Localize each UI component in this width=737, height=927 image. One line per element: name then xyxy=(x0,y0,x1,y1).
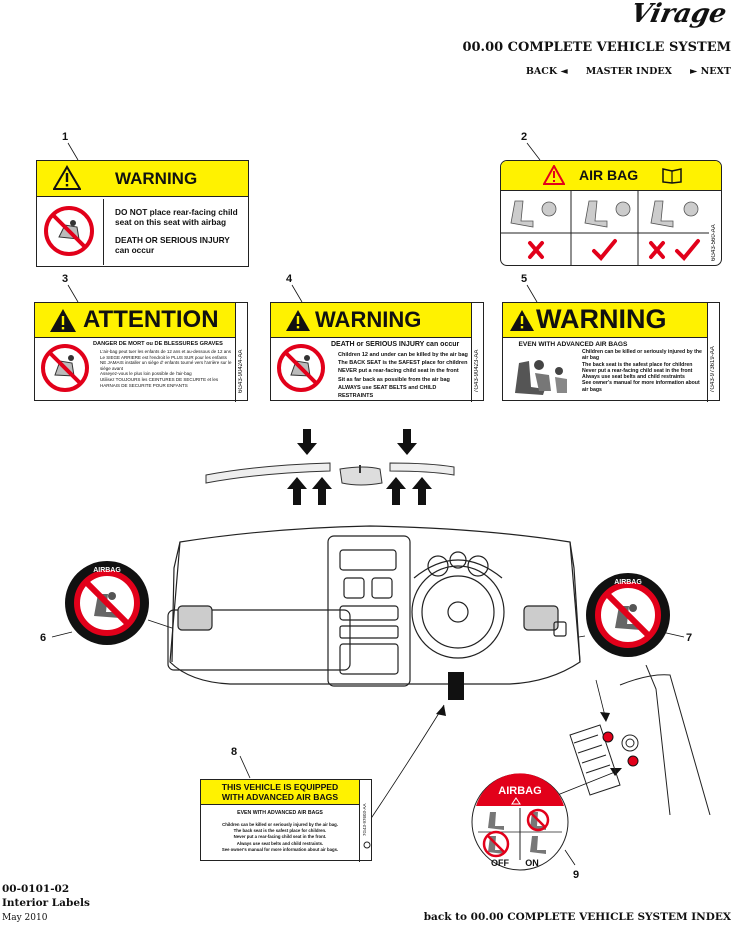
no-rear-facing-seat-icon xyxy=(44,206,94,256)
label-3-title: DANGER DE MORT ou DE BLESSURES GRAVES xyxy=(93,341,223,347)
label-8-body: Children can be killed or seriously inju… xyxy=(201,822,359,853)
a-pillar-detail-diagram xyxy=(569,665,711,815)
label-8-line: Children can be killed or seriously inju… xyxy=(222,822,338,827)
back-to-index-link[interactable]: back to 00.00 COMPLETE VEHICLE SYSTEM IN… xyxy=(423,911,731,923)
system-title: 00.00 COMPLETE VEHICLE SYSTEM xyxy=(462,40,731,55)
document-id: 00-0101-02 xyxy=(2,883,70,895)
label-4-header: WARNING xyxy=(315,307,422,332)
label-4-item: The BACK SEAT is the SAFEST place for ch… xyxy=(338,360,468,367)
dashboard-diagram xyxy=(167,525,581,700)
label-2-air-bag-pictogram: AIR BAG 6G43-560-AA xyxy=(500,160,722,266)
callout-5: 5 xyxy=(521,273,528,285)
label-8-header-2: WITH ADVANCED AIR BAGS xyxy=(221,792,339,802)
warning-triangle-icon xyxy=(286,310,310,331)
label-4-item: ALWAYS use SEAT BELTS and CHILD RESTRAIN… xyxy=(338,384,437,400)
label-5-part-code: 7G43-973619-AA xyxy=(710,346,716,393)
label-3-item: NE JAMAIS installer un siège d' enfants … xyxy=(100,360,232,371)
label-8-header-1: THIS VEHICLE IS EQUIPPED xyxy=(221,782,339,792)
label-1-warning-rear-facing: WARNING DO NOT place rear-facing child s… xyxy=(36,160,249,267)
label-3-part-code: 6G43-90424-AA xyxy=(238,349,244,393)
label-5-title: EVEN WITH ADVANCED AIR BAGS xyxy=(518,341,628,348)
label-4-item: Children 12 and under can be killed by t… xyxy=(338,352,468,358)
manual-book-icon xyxy=(662,168,682,184)
label-8-title: EVEN WITH ADVANCED AIR BAGS xyxy=(237,810,323,816)
callout-1: 1 xyxy=(62,131,69,143)
label-2-header: AIR BAG xyxy=(579,167,639,183)
callout-3: 3 xyxy=(62,273,69,285)
label-4-item: Sit as far back as possible from the air… xyxy=(338,376,450,383)
label-3-item: Asseyez-vous le plus loin possible de l'… xyxy=(100,371,192,377)
master-index-link[interactable]: MASTER INDEX xyxy=(585,66,672,77)
label-3-item: Le SIEGE ARRIERE est l'endroit le PLUS S… xyxy=(100,354,227,360)
label-9-title: AIRBAG xyxy=(498,785,541,797)
callout-8: 8 xyxy=(231,746,238,758)
airbag-disc-7: AIRBAG xyxy=(586,573,670,657)
label-2-pictogram-grid xyxy=(501,191,709,265)
warning-triangle-icon xyxy=(53,165,81,190)
label-8-part-code: 7G43-97603-AA xyxy=(362,803,367,836)
airbag-disc-6: AIRBAG xyxy=(65,561,149,645)
label-9-on: ON xyxy=(525,858,539,868)
label-8-line: The back seat is the safest place for ch… xyxy=(233,828,327,834)
back-link[interactable]: BACK ◄ xyxy=(525,66,568,77)
virage-logo: Virage xyxy=(628,0,729,28)
nav-bar: BACK ◄ MASTER INDEX ► NEXT xyxy=(526,66,731,77)
label-5-item: Never put a rear-facing child seat in th… xyxy=(582,367,693,374)
label-5-warning-advanced: WARNING EVEN WITH ADVANCED AIR BAGS Chil… xyxy=(502,302,720,402)
label-4-list: Children 12 and under can be killed by t… xyxy=(331,351,469,400)
label-3-header: ATTENTION xyxy=(83,306,219,333)
label-5-header: WARNING xyxy=(536,304,667,334)
label-8-line: Never put a rear-facing child seat in th… xyxy=(233,834,327,840)
disc-7-label: AIRBAG xyxy=(614,579,642,586)
label-3-list: L'air-bag peut tuer les enfants de 12 an… xyxy=(93,349,233,388)
label-4-item: NEVER put a rear-facing child seat in th… xyxy=(338,368,459,375)
callout-6: 6 xyxy=(40,632,47,644)
label-3-item: L'air-bag peut tuer les enfants de 12 an… xyxy=(100,349,231,354)
label-4-part-code: 7G43-90423-AA xyxy=(474,349,480,393)
label-5-item: Children can be killed or seriously inju… xyxy=(582,349,702,362)
warning-triangle-icon xyxy=(510,310,534,331)
next-link[interactable]: ► NEXT xyxy=(690,66,731,77)
label-1-line1: DO NOT place rear-facing child seat on t… xyxy=(115,207,238,227)
label-1-line2: DEATH OR SERIOUS INJURY can occur xyxy=(115,235,230,255)
callout-7: 7 xyxy=(686,632,693,644)
callout-2: 2 xyxy=(521,131,528,143)
label-9-off: OFF xyxy=(491,858,509,868)
label-9-airbag-off-on: AIRBAG OFF ON xyxy=(471,773,569,871)
label-1-header: WARNING xyxy=(115,169,198,188)
sun-visor-diagram xyxy=(205,429,455,505)
child-in-seat-icon xyxy=(515,360,567,395)
no-child-seat-icon xyxy=(277,344,325,392)
next-label: NEXT xyxy=(700,66,731,77)
document-date: May 2010 xyxy=(2,913,48,923)
label-5-item: The back seat is the safest place for ch… xyxy=(582,361,693,368)
label-5-item: Always use seat belts and child restrain… xyxy=(582,374,685,381)
warning-triangle-icon xyxy=(543,165,565,185)
label-8-hole-icon xyxy=(363,841,371,849)
callout-4: 4 xyxy=(286,273,293,285)
label-4-title: DEATH or SERIOUS INJURY can occur xyxy=(331,341,460,348)
warning-triangle-icon xyxy=(50,309,76,332)
label-5-item: See owner's manual for more information … xyxy=(582,380,700,393)
label-8-advanced-air-bags: THIS VEHICLE IS EQUIPPED WITH ADVANCED A… xyxy=(200,779,372,862)
document-subtitle: Interior Labels xyxy=(2,897,90,909)
label-5-list: Children can be killed or seriously inju… xyxy=(575,349,705,393)
label-8-line: Always use seat belts and child restrain… xyxy=(236,840,324,846)
label-4-warning-death: WARNING DEATH or SERIOUS INJURY can occu… xyxy=(270,302,484,402)
virage-logo-text: Virage xyxy=(628,0,729,28)
disc-6-label: AIRBAG xyxy=(93,567,121,574)
callout-9: 9 xyxy=(573,869,580,881)
label-2-part-code: 6G43-560-AA xyxy=(711,224,717,261)
label-3-attention: ATTENTION DANGER DE MORT ou DE BLESSURES… xyxy=(34,302,248,402)
label-8-line: See owner's manual for more information … xyxy=(221,846,339,852)
label-3-item: Utilisez TOUJOURS les CEINTURES DE SECUR… xyxy=(100,376,219,388)
no-child-seat-icon xyxy=(41,344,89,392)
back-label: BACK xyxy=(525,66,558,77)
